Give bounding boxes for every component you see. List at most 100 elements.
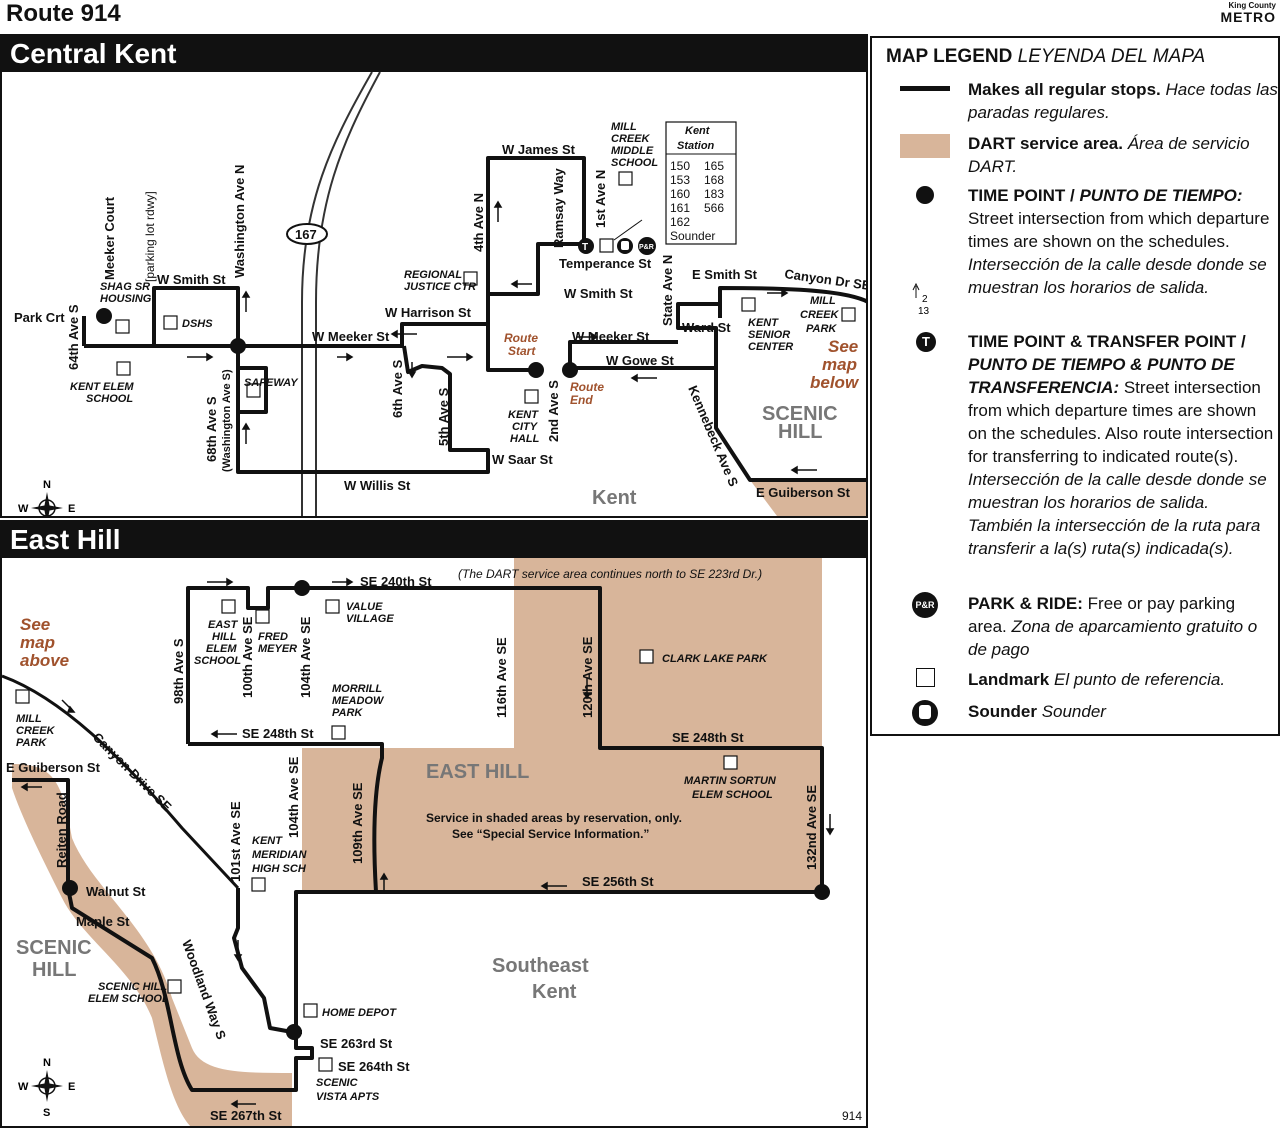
station-route: 161 [670,201,690,215]
arrow-route: 13 [918,306,930,317]
landmark-label: HILL [212,631,237,643]
street-label: Canyon Drive SE [90,730,175,815]
street-label: (Washington Ave S) [221,369,233,472]
legend-text: Free or pay parking area. [968,594,1236,636]
street-label: SE 264th St [338,1059,410,1074]
landmark-label: HALL [510,433,540,445]
sounder-icon-central [617,238,633,254]
station-route: 183 [704,187,724,201]
landmark-label: CREEK [611,133,651,145]
landmark-boxes-central [115,171,856,404]
landmark-label: MILL [16,713,42,725]
legend-text: PARK & RIDE: [968,594,1083,613]
street-label: W Harrison St [385,305,472,320]
landmark-label: MEADOW [332,695,385,707]
hwy-167-shield [286,223,328,245]
scenic-hill-label: HILL [32,959,76,981]
street-label: E Smith St [692,267,758,282]
dart-area-central [750,480,866,516]
street-label: SE 256th St [582,874,654,889]
street-label: SE 267th St [210,1108,282,1123]
street-label: Kennebeck Ave S [685,383,741,489]
legend-arrow: 2 13 [884,282,1274,322]
legend-text: Intersección de la calle desde donde se … [968,470,1267,558]
street-label: W Gowe St [606,353,675,368]
landmark-label: EAST [208,619,239,631]
svg-text:P&R: P&R [639,244,654,251]
legend-text: Makes all regular stops. [968,80,1161,99]
landmark-label: PARK [16,737,47,749]
street-label: 4th Ave N [471,193,486,252]
central-kent-svg: 167 [14,72,866,516]
direction-arrows-east [20,577,835,1109]
landmark-label: HOUSING [100,293,152,305]
southeast-kent-label: Kent [532,981,577,1003]
legend-text: Landmark [968,670,1050,689]
station-sounder: Sounder [670,229,715,243]
landmark-label: MARTIN SORTUN [684,775,777,787]
street-label: 2nd Ave S [546,380,561,442]
landmark-label: CREEK [800,309,840,321]
map-legend: MAP LEGEND LEYENDA DEL MAPA Makes all re… [870,36,1280,736]
street-label: 1st Ave N [593,170,608,228]
landmark-label: SCENIC [316,1077,359,1089]
route-start-label: Route [504,331,538,345]
legend-text: PUNTO DE TIEMPO & PUNTO DE TRANSFERENCIA… [968,355,1235,397]
transfer-t: T [582,242,588,253]
kent-station-subtitle: Station [677,140,715,152]
see-map-below[interactable]: map [822,355,857,374]
landmark-label: CREEK [16,725,56,737]
landmark-label: VISTA APTS [316,1091,380,1103]
svg-text:N: N [43,479,51,491]
landmark-label: CLARK LAKE PARK [662,653,768,665]
street-label: 109th Ave SE [350,782,365,864]
street-label: 116th Ave SE [494,637,509,718]
station-route: 153 [670,173,690,187]
landmark-label: CITY [512,421,539,433]
street-label: W James St [502,142,576,157]
see-map-above[interactable]: map [20,633,55,652]
legend-text: Hace todas las paradas regulares. [968,80,1278,122]
street-label: 120th Ave SE [580,636,595,718]
street-label: 6th Ave S [390,359,405,418]
station-route: 566 [704,201,724,215]
street-label: 64th Ave S [66,304,81,370]
landmark-label: ELEM [206,643,237,655]
east-hill-map: East Hill (The DART service area continu… [0,520,868,1128]
time-point-se263 [286,1024,302,1040]
legend-text: Street intersection from which departure… [968,209,1270,251]
landmark-label: ELEM SCHOOL [692,789,773,801]
sounder-icon [894,700,956,730]
direction-arrows-central [187,200,817,475]
legend-title: MAP LEGEND LEYENDA DEL MAPA [886,46,1205,68]
landmark-label: VILLAGE [346,613,394,625]
street-label: State Ave N [660,255,675,326]
metro-logo: King County METRO [1220,2,1276,25]
landmark-label: CENTER [748,341,793,353]
landmark-label: MIDDLE [611,145,654,157]
see-map-below[interactable]: below [810,373,860,392]
landmark-label: DSHS [182,318,213,330]
street-label: W Smith St [157,272,226,287]
street-label: W Willis St [344,478,411,493]
landmark-label: MORRILL [332,683,382,695]
landmark-label: SCHOOL [611,157,658,169]
street-label: 104th Ave SE [286,756,301,838]
landmark-label: SAFEWAY [244,377,299,389]
station-route: 160 [670,187,690,201]
see-map-above[interactable]: See [20,615,50,634]
kent-station-title: Kent [685,125,711,137]
see-map-above[interactable]: above [20,651,69,670]
legend-text: DART service area. [968,134,1123,153]
landmark-label: HIGH SCH [252,863,307,875]
street-label: Ward St [682,320,731,335]
central-kent-map: Central Kent 167 [0,34,868,518]
time-point-icon [894,184,956,214]
street-label: E Guiberson St [756,485,851,500]
compass-icon-central: N S W E [18,479,75,516]
landmark-boxes-east [15,599,738,1072]
see-map-below[interactable]: See [828,337,858,356]
highway-167-right [315,72,381,516]
street-label: Woodland Way S [179,938,229,1042]
dart-area-icon [894,132,956,162]
